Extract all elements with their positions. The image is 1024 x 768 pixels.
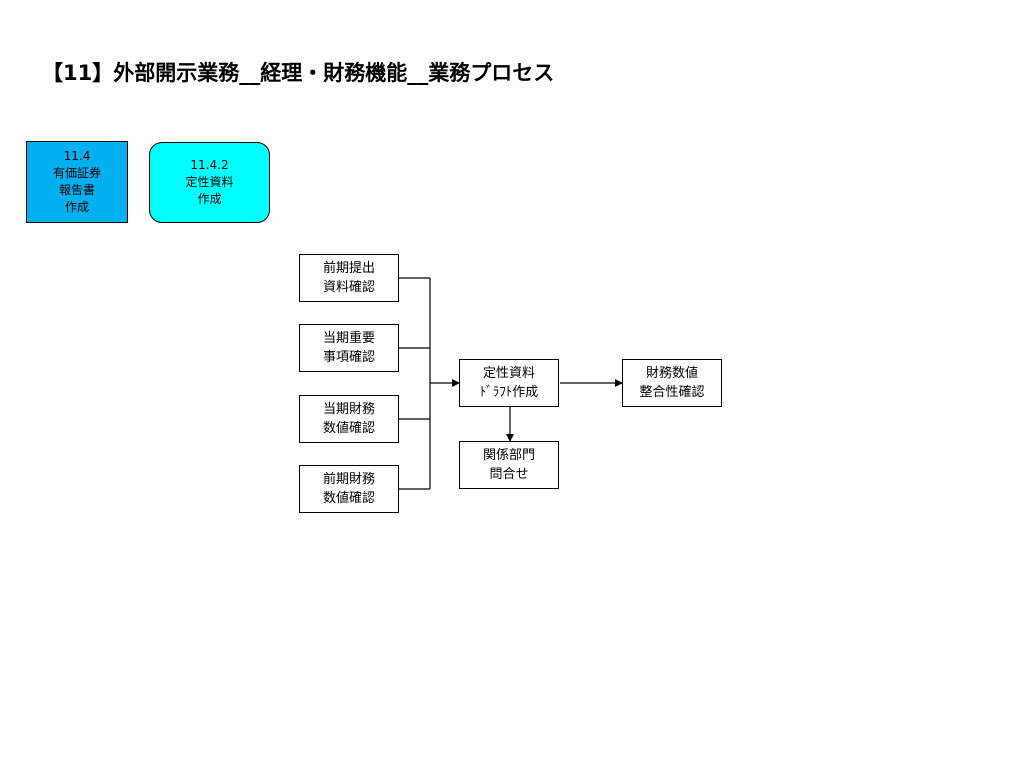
child-process-line-1: 定性資料 <box>185 175 234 189</box>
step-consistency-line-1: 財務数値 <box>645 366 698 381</box>
step-current-financials-check: 当期財務 数値確認 <box>299 395 399 443</box>
step-draft-line-1: 定性資料 <box>482 366 535 381</box>
step-prior-docs-line-2: 資料確認 <box>322 280 375 295</box>
child-process-line-2: 作成 <box>197 192 222 206</box>
step-draft-creation: 定性資料 ﾄﾞﾗﾌﾄ作成 <box>459 359 559 407</box>
step-prior-fin-line-2: 数値確認 <box>322 491 375 506</box>
step-prior-fin-line-1: 前期財務 <box>322 472 375 487</box>
step-current-key-items-check: 当期重要 事項確認 <box>299 324 399 372</box>
step-current-key-line-2: 事項確認 <box>322 350 375 365</box>
step-prior-financials-check: 前期財務 数値確認 <box>299 465 399 513</box>
page-title: 【11】外部開示業務__経理・財務機能__業務プロセス <box>42 61 555 85</box>
step-consistency-line-2: 整合性確認 <box>639 385 705 400</box>
child-process-number: 11.4.2 <box>190 158 229 172</box>
step-financial-consistency-check: 財務数値 整合性確認 <box>622 359 722 407</box>
step-current-fin-line-1: 当期財務 <box>322 402 375 417</box>
parent-process-line-1: 有価証券 <box>52 166 101 180</box>
step-inquiry-line-2: 問合せ <box>489 467 529 482</box>
step-current-key-line-1: 当期重要 <box>322 331 375 346</box>
step-department-inquiry: 関係部門 問合せ <box>459 441 559 489</box>
step-inquiry-line-1: 関係部門 <box>482 448 535 463</box>
step-draft-line-2: ﾄﾞﾗﾌﾄ作成 <box>479 385 539 400</box>
step-current-fin-line-2: 数値確認 <box>322 421 375 436</box>
parent-process-line-3: 作成 <box>64 200 89 214</box>
step-prior-docs-line-1: 前期提出 <box>322 261 375 276</box>
parent-process-number: 11.4 <box>63 149 91 163</box>
child-process-box: 11.4.2 定性資料 作成 <box>149 142 270 223</box>
parent-process-box: 11.4 有価証券 報告書 作成 <box>26 141 128 223</box>
step-prior-docs-check: 前期提出 資料確認 <box>299 254 399 302</box>
parent-process-line-2: 報告書 <box>58 183 95 197</box>
